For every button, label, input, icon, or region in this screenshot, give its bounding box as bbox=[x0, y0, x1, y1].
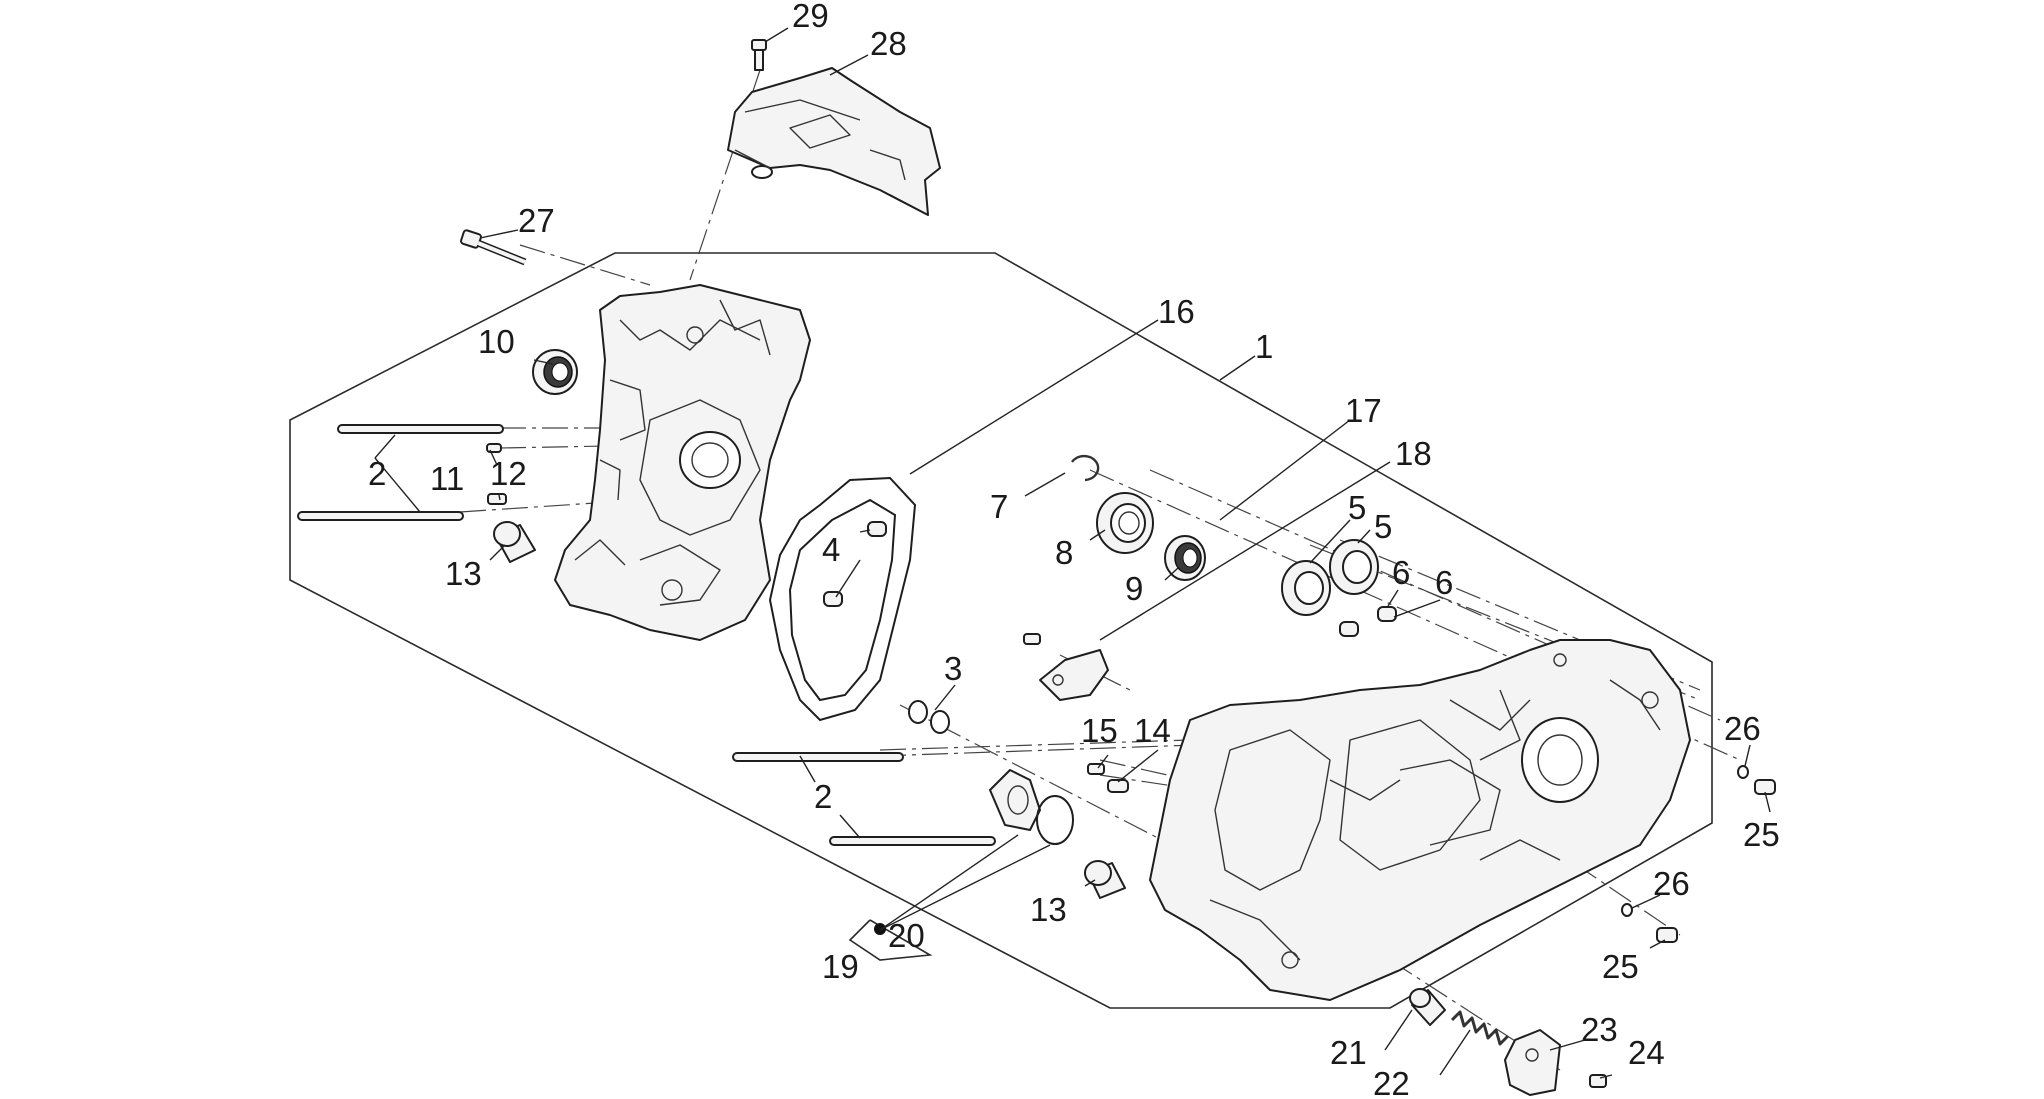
bushing-13-left bbox=[493, 521, 536, 563]
fitting-15 bbox=[1087, 763, 1105, 775]
callout-3: 3 bbox=[944, 650, 962, 687]
callout-27: 27 bbox=[518, 202, 555, 239]
callout-25b: 25 bbox=[1602, 948, 1639, 985]
callout-17: 17 bbox=[1345, 392, 1382, 429]
callout-2-upper: 2 bbox=[368, 455, 386, 492]
bearing-5b bbox=[1329, 539, 1379, 595]
callout-24: 24 bbox=[1628, 1034, 1665, 1071]
callout-18: 18 bbox=[1395, 435, 1432, 472]
oil-seal-10 bbox=[532, 349, 578, 395]
pin-12 bbox=[487, 493, 507, 505]
fitting-14 bbox=[1107, 779, 1129, 793]
callout-2-lower: 2 bbox=[814, 778, 832, 815]
right-crankcase-half bbox=[1149, 639, 1691, 1001]
callout-29: 29 bbox=[792, 0, 829, 34]
callout-4: 4 bbox=[822, 531, 840, 568]
callout-16: 16 bbox=[1158, 293, 1195, 330]
callout-13-left: 13 bbox=[445, 555, 482, 592]
callout-25a: 25 bbox=[1743, 816, 1780, 853]
oil-seal-9 bbox=[1164, 535, 1206, 581]
callout-numbers: 29 28 27 16 1 10 17 18 2 11 12 7 5 5 4 8… bbox=[368, 0, 1780, 1099]
circlip-7 bbox=[1071, 454, 1100, 482]
callout-10: 10 bbox=[478, 323, 515, 360]
plate-23 bbox=[1504, 1029, 1561, 1096]
o-rings-3 bbox=[908, 700, 950, 734]
callout-8: 8 bbox=[1055, 534, 1073, 571]
screw-29 bbox=[751, 39, 767, 71]
callout-23: 23 bbox=[1581, 1011, 1618, 1048]
leader-lines bbox=[374, 27, 1771, 1079]
spring-22 bbox=[1450, 1010, 1510, 1046]
housing-20 bbox=[989, 769, 1074, 845]
bearing-5a bbox=[1281, 560, 1331, 616]
callout-28: 28 bbox=[870, 25, 907, 62]
plunger-21 bbox=[1409, 988, 1446, 1026]
callout-21: 21 bbox=[1330, 1034, 1367, 1071]
screw-25b bbox=[1656, 927, 1678, 943]
callout-19: 19 bbox=[822, 948, 859, 985]
callout-6b: 6 bbox=[1435, 564, 1453, 601]
bearing-8 bbox=[1096, 492, 1154, 554]
left-crankcase-half bbox=[554, 284, 811, 641]
note-box-19-20 bbox=[848, 919, 933, 961]
stud-2-lower bbox=[732, 752, 996, 846]
dowel-6b bbox=[1377, 606, 1397, 622]
callout-11: 11 bbox=[430, 460, 464, 497]
callout-13-right: 13 bbox=[1030, 891, 1067, 928]
screw-25a bbox=[1754, 779, 1776, 795]
callout-22: 22 bbox=[1373, 1065, 1410, 1099]
callout-14: 14 bbox=[1134, 712, 1171, 749]
callout-5a: 5 bbox=[1348, 489, 1366, 526]
washer-26b bbox=[1621, 903, 1633, 917]
callout-12: 12 bbox=[490, 455, 527, 492]
callout-7: 7 bbox=[990, 488, 1008, 525]
callout-1: 1 bbox=[1255, 328, 1273, 365]
washer-26a bbox=[1737, 765, 1749, 779]
callout-6a: 6 bbox=[1392, 554, 1410, 591]
dowel-6a bbox=[1339, 621, 1359, 637]
bushing-13-right bbox=[1084, 860, 1126, 899]
bolt-27 bbox=[460, 229, 527, 266]
stud-2-upper bbox=[297, 424, 504, 521]
bracket-18 bbox=[1023, 633, 1109, 701]
callout-15: 15 bbox=[1081, 712, 1118, 749]
callout-26a: 26 bbox=[1724, 710, 1761, 747]
assembly-boundary-frame bbox=[289, 252, 1713, 1009]
pin-11 bbox=[486, 443, 502, 453]
upper-cover-28 bbox=[727, 67, 941, 216]
callout-20: 20 bbox=[888, 917, 925, 954]
callout-9: 9 bbox=[1125, 570, 1143, 607]
callout-5b: 5 bbox=[1374, 508, 1392, 545]
callout-26b: 26 bbox=[1653, 865, 1690, 902]
